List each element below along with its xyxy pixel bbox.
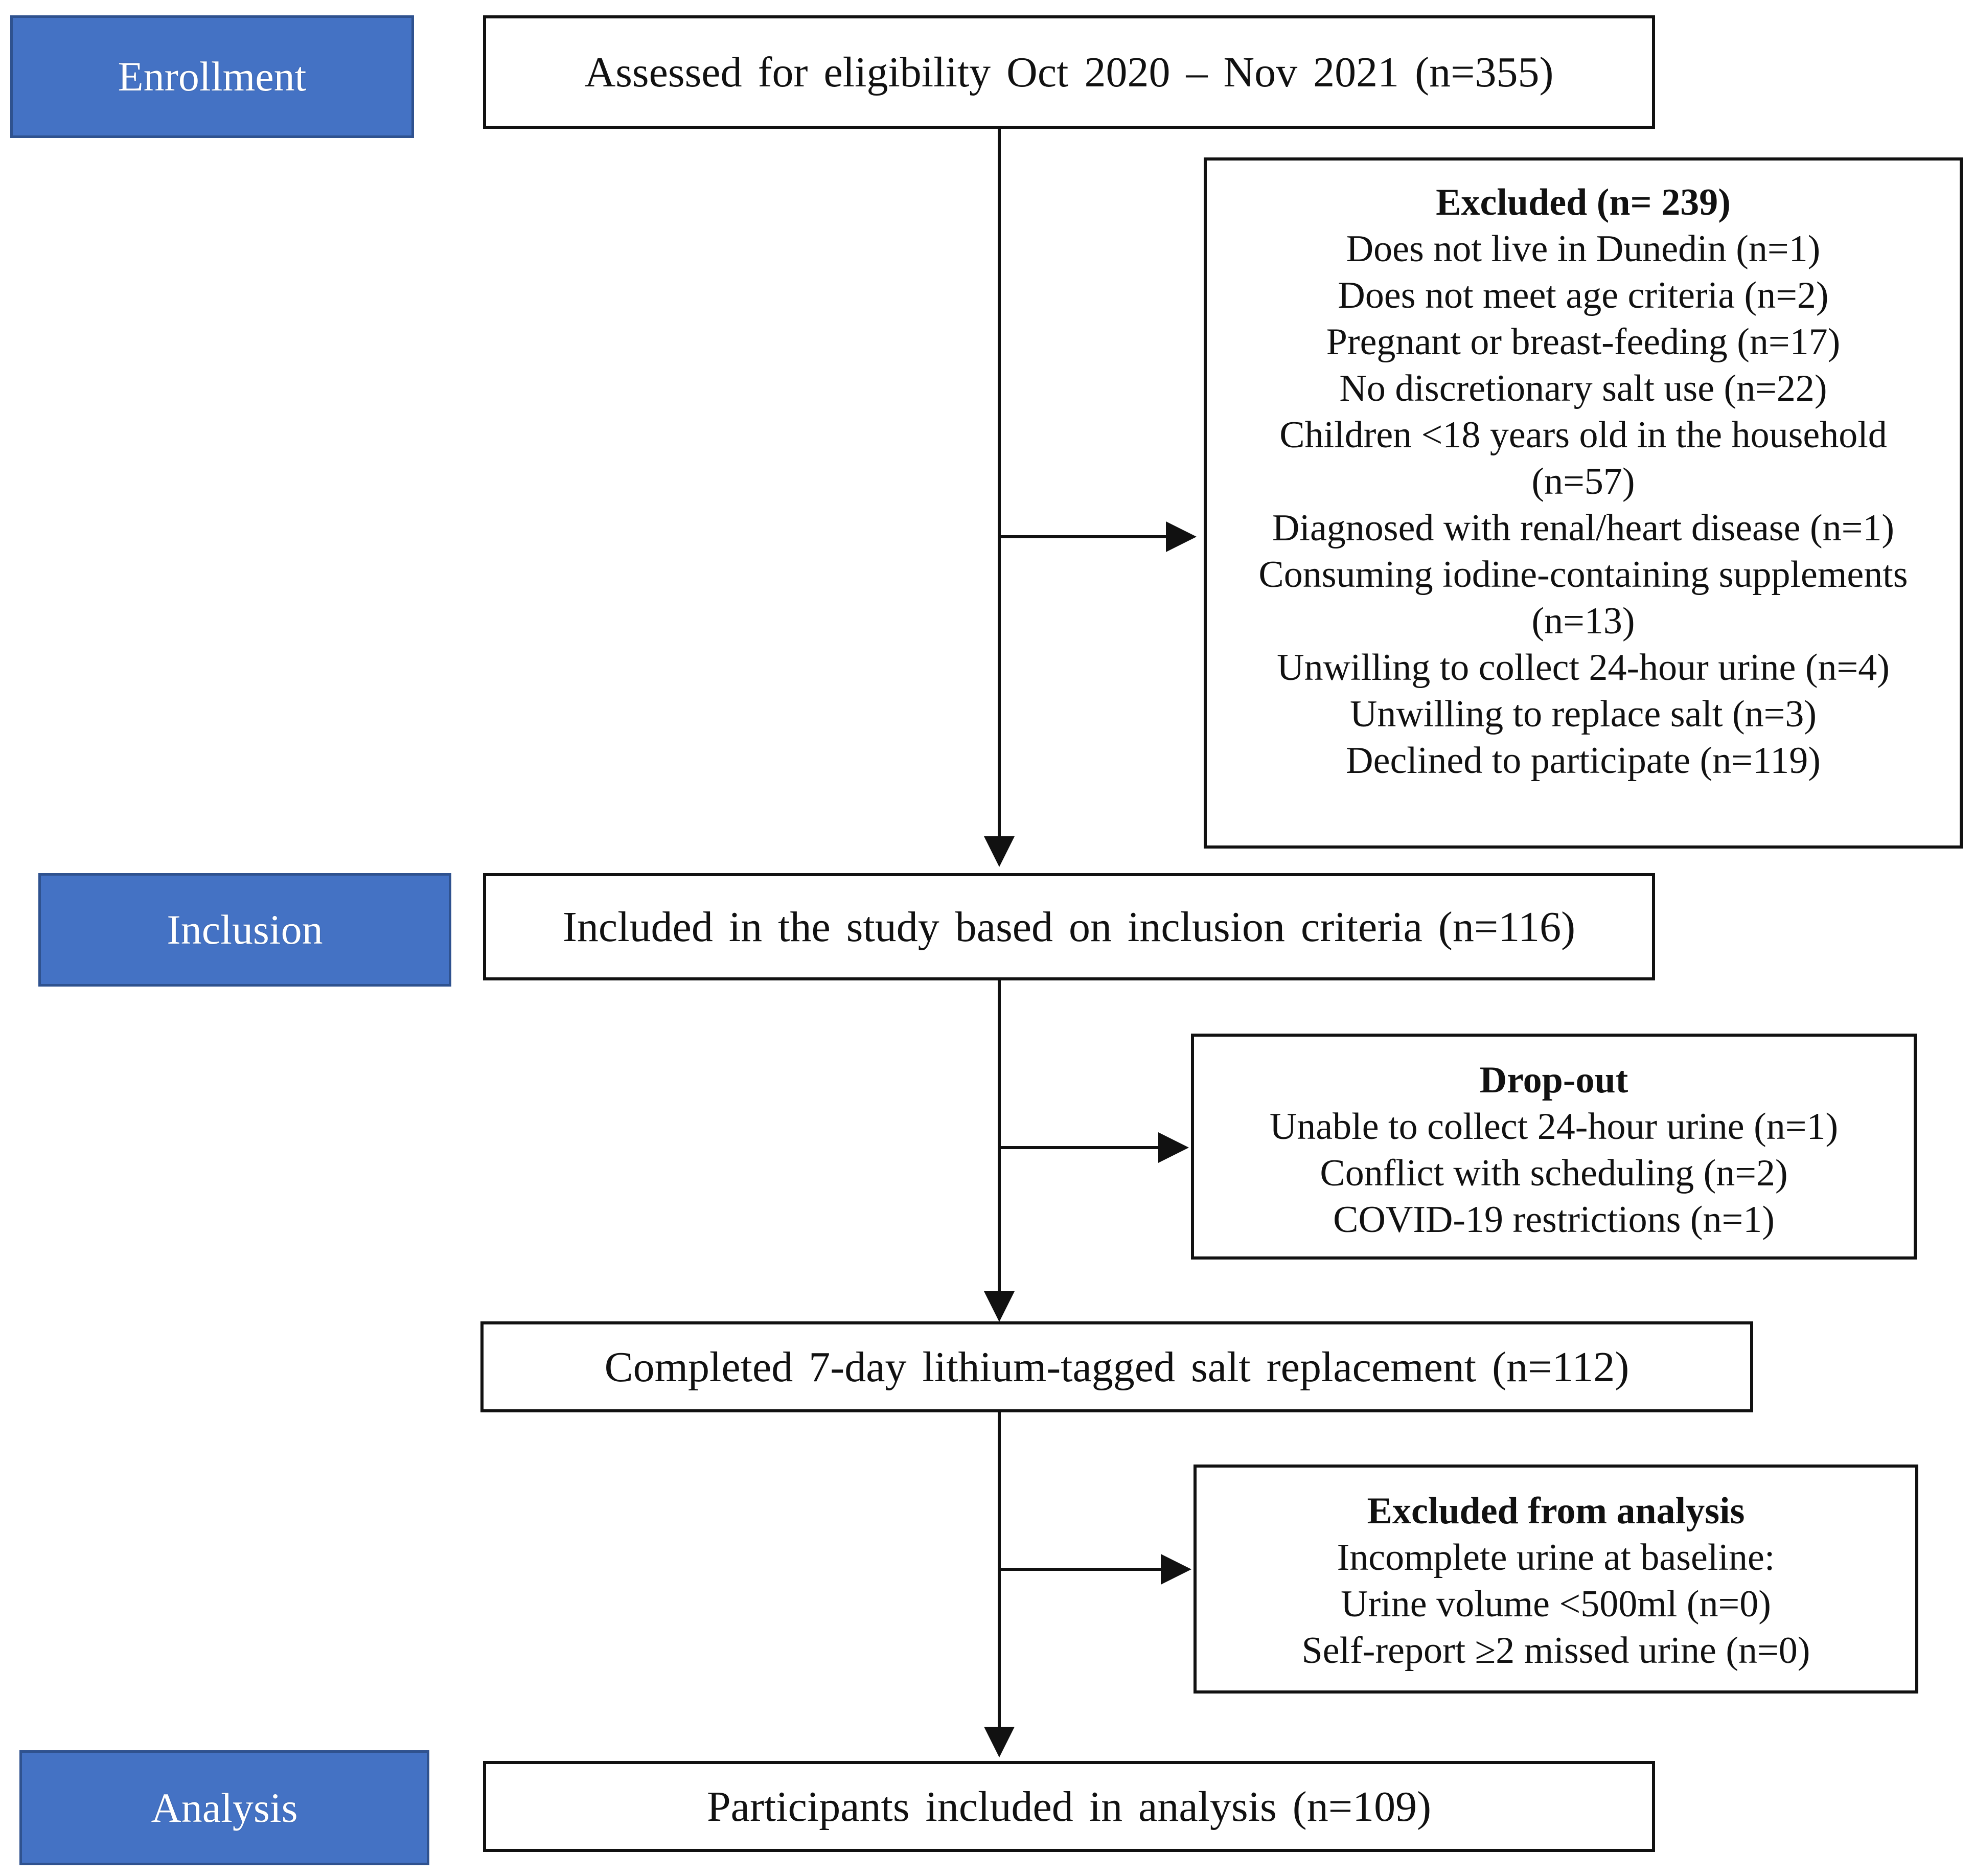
excluded-analysis-title: Excluded from analysis bbox=[1367, 1490, 1745, 1532]
assessed-box: Assessed for eligibility Oct 2020 – Nov … bbox=[483, 15, 1655, 129]
excluded-item: Unwilling to collect 24-hour urine (n=4) bbox=[1277, 647, 1890, 689]
dropout-item: Unable to collect 24-hour urine (n=1) bbox=[1269, 1106, 1839, 1148]
dropout-item: Conflict with scheduling (n=2) bbox=[1320, 1152, 1788, 1194]
excluded-title: Excluded (n= 239) bbox=[1436, 181, 1731, 223]
excluded-item: Pregnant or breast-feeding (n=17) bbox=[1326, 321, 1841, 363]
stage-label-analysis: Analysis bbox=[19, 1750, 429, 1865]
dropout-title: Drop-out bbox=[1479, 1059, 1628, 1101]
excluded-item: Does not meet age criteria (n=2) bbox=[1338, 274, 1829, 316]
excluded-analysis-item: Self-report ≥2 missed urine (n=0) bbox=[1301, 1630, 1810, 1672]
completed-box: Completed 7-day lithium-tagged salt repl… bbox=[480, 1321, 1753, 1412]
excluded-box: Excluded (n= 239) Does not live in Duned… bbox=[1204, 157, 1963, 849]
excluded-item: Diagnosed with renal/heart disease (n=1) bbox=[1272, 507, 1895, 549]
stage-label-enrollment: Enrollment bbox=[10, 15, 414, 138]
excluded-item: Children <18 years old in the household … bbox=[1279, 414, 1887, 502]
excluded-item: Does not live in Dunedin (n=1) bbox=[1346, 228, 1821, 270]
excluded-analysis-box: Excluded from analysis Incomplete urine … bbox=[1193, 1465, 1918, 1694]
included-box: Included in the study based on inclusion… bbox=[483, 873, 1655, 980]
excluded-analysis-item: Incomplete urine at baseline: bbox=[1337, 1537, 1775, 1578]
dropout-item: COVID-19 restrictions (n=1) bbox=[1333, 1199, 1775, 1241]
excluded-item: Unwilling to replace salt (n=3) bbox=[1349, 693, 1817, 735]
dropout-box: Drop-out Unable to collect 24-hour urine… bbox=[1191, 1034, 1917, 1260]
excluded-item: No discretionary salt use (n=22) bbox=[1339, 368, 1827, 409]
stage-label-inclusion: Inclusion bbox=[38, 873, 451, 987]
excluded-item: Declined to participate (n=119) bbox=[1346, 740, 1821, 782]
analyzed-box: Participants included in analysis (n=109… bbox=[483, 1761, 1655, 1852]
excluded-item: Consuming iodine-containing supplements … bbox=[1258, 554, 1908, 642]
excluded-analysis-item: Urine volume <500ml (n=0) bbox=[1341, 1583, 1771, 1625]
